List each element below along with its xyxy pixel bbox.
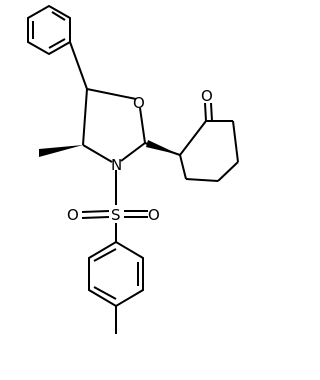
sulfur-label: S xyxy=(111,206,121,224)
oxazolidine-ring xyxy=(82,88,146,163)
sulfonyl-right-double-bond xyxy=(124,210,148,218)
sulfonyl-left-double-bond xyxy=(81,210,110,219)
cyclohexanone-wedge-bond xyxy=(146,140,180,155)
ketone-double-bond xyxy=(204,102,213,122)
tolyl-ring xyxy=(88,240,144,308)
sulfonyl-oxygen-left-label: O xyxy=(67,206,79,224)
ring-oxygen-label: O xyxy=(133,94,145,112)
nitrogen-label: N xyxy=(111,156,122,174)
ketone-oxygen-label: O xyxy=(201,87,213,105)
phenyl-ring xyxy=(27,4,71,56)
sulfonyl-oxygen-right-label: O xyxy=(148,206,160,224)
methyl-wedge-bond xyxy=(39,145,83,157)
phenyl-to-oxazolidine-bond xyxy=(69,41,88,90)
cyclohexanone-ring xyxy=(179,120,239,182)
molecule-structure-diagram: O N S O O O xyxy=(27,4,239,334)
